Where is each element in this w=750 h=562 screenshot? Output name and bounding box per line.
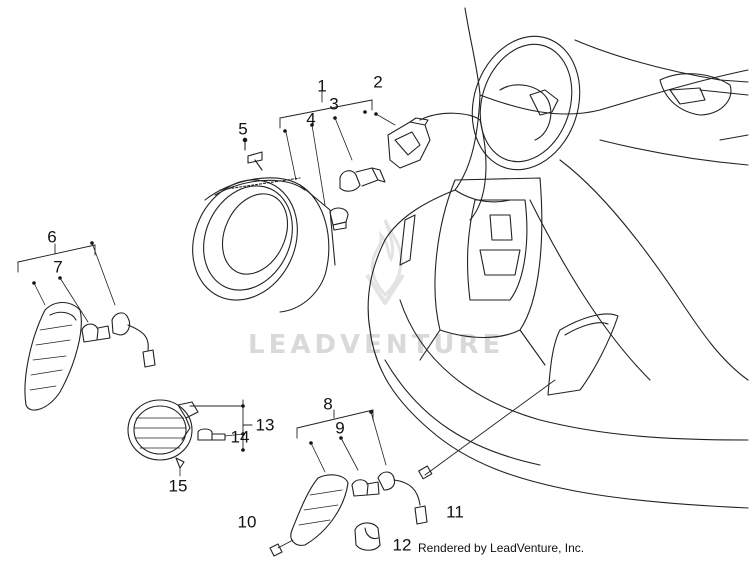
wire-harness-11 (370, 411, 428, 525)
headlight-ring-part-1 (192, 131, 336, 313)
callout-8: 8 (323, 394, 333, 414)
screw-part-10 (269, 539, 294, 557)
bulb-part-9 (340, 437, 380, 497)
screw-part-15 (175, 457, 185, 477)
bulb-socket-part-2 (375, 113, 431, 169)
bracket-13 (189, 399, 253, 451)
callout-5: 5 (238, 119, 248, 139)
callout-6: 6 (47, 227, 57, 247)
bracket-8 (296, 409, 374, 439)
bulb-part-14 (197, 428, 244, 441)
wire-harness-6 (91, 242, 156, 368)
bulb-part-7 (59, 277, 111, 343)
callout-12: 12 (392, 535, 412, 555)
callout-3: 3 (329, 94, 339, 114)
small-bulb-part-4 (311, 124, 349, 231)
callout-11: 11 (446, 502, 464, 522)
callout-7: 7 (53, 257, 63, 277)
render-credit: Rendered by LeadVenture, Inc. (418, 541, 585, 555)
callout-2: 2 (373, 72, 383, 92)
scooter-center-panel (419, 177, 546, 366)
side-lens-part-8 (290, 442, 349, 546)
socket-part-12 (354, 522, 381, 551)
leader-11 (424, 379, 556, 476)
headlight-bracket (279, 91, 373, 129)
callout-15: 15 (168, 476, 188, 496)
callout-10: 10 (237, 512, 257, 532)
callout-9: 9 (335, 418, 345, 438)
watermark-logo (365, 219, 405, 305)
headlight-bulb-part-3 (334, 117, 386, 192)
callout-14: 14 (230, 427, 250, 447)
leader-dots-1 (283, 110, 378, 133)
scooter-handlebar (574, 39, 749, 141)
connector-11 (418, 465, 433, 480)
screw-part-5 (242, 137, 263, 171)
callout-4: 4 (306, 109, 316, 129)
round-lamp-part-13 (127, 399, 199, 461)
callout-1: 1 (317, 76, 327, 96)
side-lens-part-6 (24, 282, 82, 411)
callout-13: 13 (255, 415, 275, 435)
scooter-side-lamp-recess (399, 214, 619, 396)
scooter-headlight-housing (471, 35, 581, 171)
scooter-legshield (367, 7, 749, 509)
